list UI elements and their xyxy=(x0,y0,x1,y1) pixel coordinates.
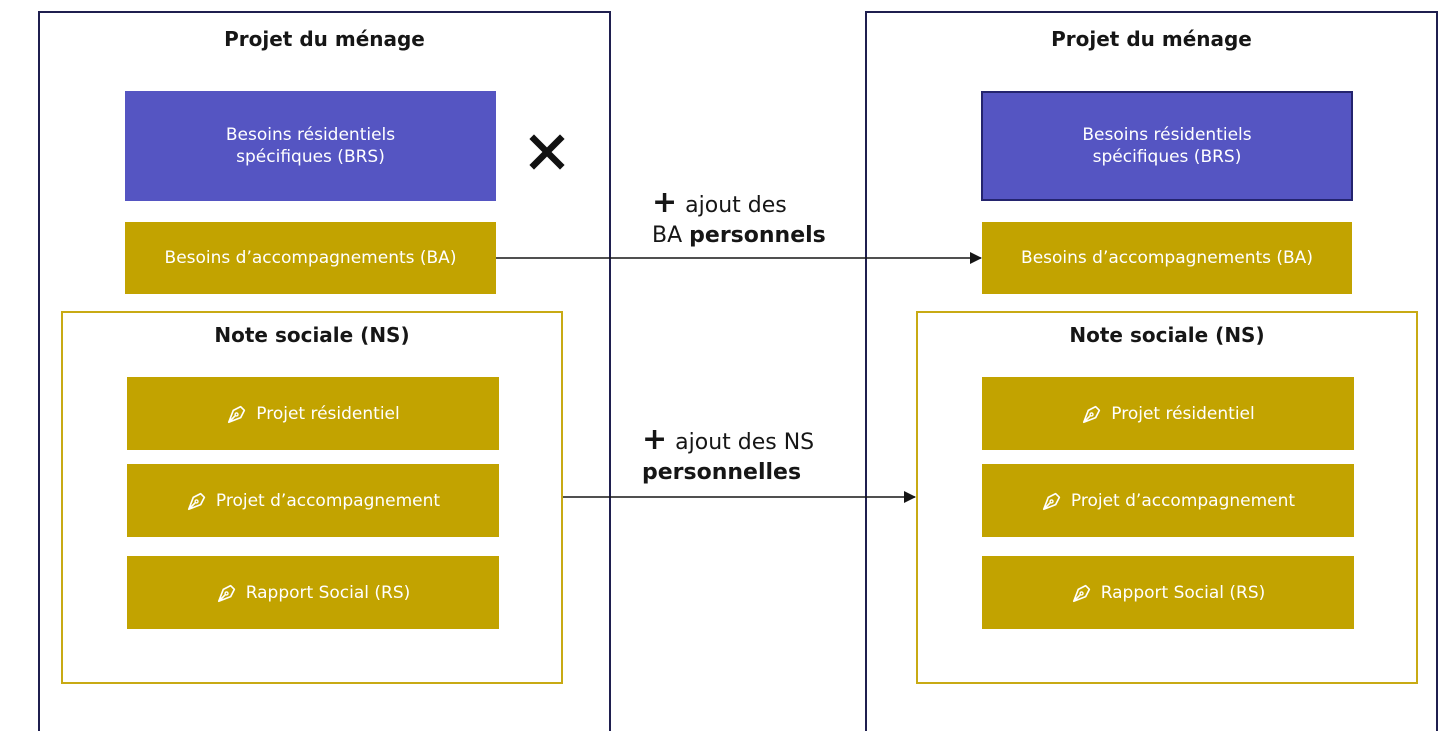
right-item-projet-accompagnement: Projet d’accompagnement xyxy=(982,464,1354,537)
ba-arrow-text-2: BA xyxy=(652,223,683,248)
pen-nib-icon xyxy=(217,584,235,602)
left-ba-box: Besoins d’accompagnements (BA) xyxy=(125,222,496,294)
left-item-projet-residentiel: Projet résidentiel xyxy=(127,377,499,450)
pen-nib-icon xyxy=(1083,405,1101,423)
pen-nib-icon xyxy=(187,492,206,510)
right-item-label: Projet résidentiel xyxy=(1111,403,1255,424)
right-ba-box: Besoins d’accompagnements (BA) xyxy=(982,222,1352,294)
ba-arrow-label: + ajout des BA personnels xyxy=(652,188,826,251)
left-item-label: Rapport Social (RS) xyxy=(245,582,411,603)
ns-arrow-label: + ajout des NS personnelles xyxy=(642,425,814,488)
cross-icon xyxy=(529,134,565,170)
left-item-label: Projet résidentiel xyxy=(256,403,400,424)
right-note-sociale: Note sociale (NS) Projet résidentiel Pro… xyxy=(916,311,1418,684)
left-brs-box: Besoins résidentiels spécifiques (BRS) xyxy=(125,91,496,201)
right-panel-title: Projet du ménage xyxy=(1051,27,1252,51)
right-item-rapport-social: Rapport Social (RS) xyxy=(982,556,1354,629)
ns-arrow-bold: personnelles xyxy=(642,460,802,485)
ba-arrow-bold: personnels xyxy=(689,223,826,248)
pen-nib-icon xyxy=(228,405,246,423)
ba-arrow-text: ajout des xyxy=(685,193,787,218)
left-item-label: Projet d’accompagnement xyxy=(215,490,441,511)
left-note-title: Note sociale (NS) xyxy=(214,323,410,347)
right-brs-box: Besoins résidentiels spécifiques (BRS) xyxy=(981,91,1353,201)
right-note-title: Note sociale (NS) xyxy=(1069,323,1265,347)
plus-icon: + xyxy=(642,422,668,457)
left-item-rapport-social: Rapport Social (RS) xyxy=(127,556,499,629)
left-note-sociale: Note sociale (NS) Projet résidentiel Pro… xyxy=(61,311,563,684)
right-item-label: Projet d’accompagnement xyxy=(1070,490,1296,511)
pen-nib-icon xyxy=(1072,584,1090,602)
pen-nib-icon xyxy=(1042,492,1061,510)
right-item-label: Rapport Social (RS) xyxy=(1100,582,1266,603)
left-panel: Projet du ménage xyxy=(38,11,611,731)
right-ba-label: Besoins d’accompagnements (BA) xyxy=(1021,248,1313,268)
left-ba-label: Besoins d’accompagnements (BA) xyxy=(164,248,457,268)
left-panel-title: Projet du ménage xyxy=(224,27,425,51)
right-brs-label: Besoins résidentiels spécifiques (BRS) xyxy=(1082,125,1252,167)
plus-icon: + xyxy=(652,185,678,220)
left-brs-label: Besoins résidentiels spécifiques (BRS) xyxy=(225,125,396,167)
right-item-projet-residentiel: Projet résidentiel xyxy=(982,377,1354,450)
left-item-projet-accompagnement: Projet d’accompagnement xyxy=(127,464,499,537)
arrows-layer xyxy=(496,252,982,503)
right-panel: Projet du ménage xyxy=(865,11,1438,731)
ns-arrow-text: ajout des NS xyxy=(675,430,815,455)
